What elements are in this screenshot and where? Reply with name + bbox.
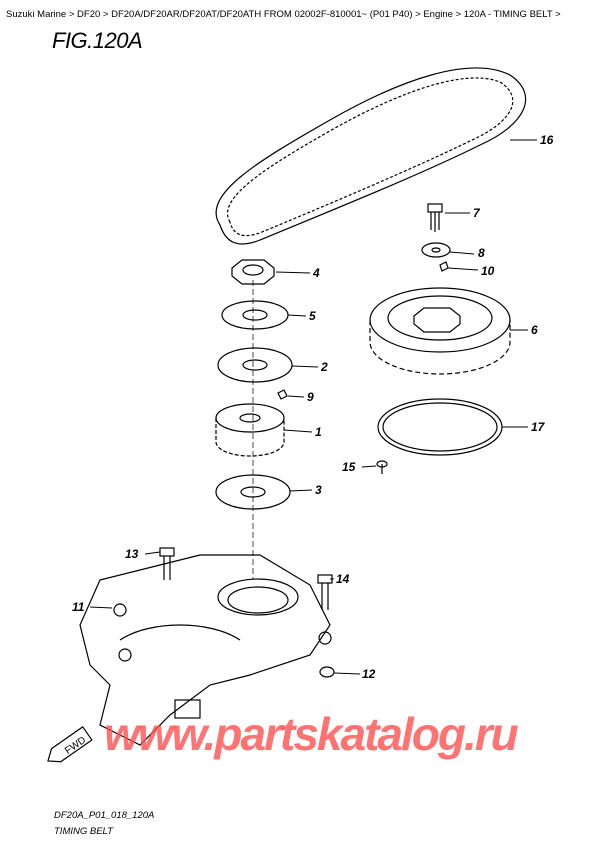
watermark: www.partskatalog.ru <box>104 708 519 760</box>
washer-5-drawing <box>221 300 289 330</box>
callout-15[interactable]: 15 <box>342 460 356 474</box>
screw-15-drawing <box>376 460 388 474</box>
breadcrumb-item[interactable]: Suzuki Marine <box>6 9 67 20</box>
driven-pulley-6-drawing <box>369 287 511 375</box>
callout-13[interactable]: 13 <box>125 547 139 561</box>
key-10-drawing <box>439 261 449 272</box>
callout-11[interactable]: 11 <box>72 600 85 614</box>
breadcrumb-item[interactable]: DF20A/DF20AR/DF20AT/DF20ATH FROM 02002F-… <box>111 9 413 20</box>
callout-8[interactable]: 8 <box>478 246 485 260</box>
breadcrumb-item[interactable]: 120A - TIMING BELT <box>463 9 553 20</box>
callout-7[interactable]: 7 <box>473 206 480 220</box>
callout-1[interactable]: 1 <box>315 425 322 439</box>
callout-14[interactable]: 14 <box>336 572 350 586</box>
callout-17[interactable]: 17 <box>531 420 545 434</box>
ring-17-drawing <box>377 398 503 456</box>
figure-title: FIG.120A <box>52 28 143 53</box>
nut-4-drawing <box>231 259 275 285</box>
callout-3[interactable]: 3 <box>315 483 322 497</box>
callout-16[interactable]: 16 <box>540 133 554 147</box>
washer-8-drawing <box>421 242 451 258</box>
callout-2[interactable]: 2 <box>321 360 328 374</box>
leader-lines <box>89 139 537 675</box>
callout-12[interactable]: 12 <box>362 667 376 681</box>
housing-11-drawing <box>79 554 332 746</box>
key-9-drawing <box>277 389 288 400</box>
callout-5[interactable]: 5 <box>309 309 316 323</box>
separator: > <box>452 9 464 20</box>
diagram-code: DF20A_P01_018_120A <box>54 810 155 821</box>
callout-4[interactable]: 4 <box>313 266 320 280</box>
diagram-caption: TIMING BELT <box>54 826 113 837</box>
timing-belt-drawing <box>215 67 527 245</box>
callout-9[interactable]: 9 <box>307 390 314 404</box>
bolt-7-drawing <box>427 203 443 232</box>
separator: > <box>412 9 424 20</box>
breadcrumb-item[interactable]: Engine <box>423 9 453 20</box>
callout-6[interactable]: 6 <box>531 323 538 337</box>
plate-2-drawing <box>217 347 293 383</box>
drive-pulley-1-drawing <box>215 403 285 457</box>
pin-12-drawing <box>319 666 335 678</box>
separator: > <box>100 9 112 20</box>
breadcrumb: Suzuki Marine > DF20 > DF20A/DF20AR/DF20… <box>6 9 561 20</box>
fwd-arrow-icon <box>47 726 93 763</box>
callout-10[interactable]: 10 <box>481 264 495 278</box>
breadcrumb-item[interactable]: DF20 <box>77 9 101 20</box>
separator: > <box>66 9 78 20</box>
separator: > <box>552 9 561 20</box>
